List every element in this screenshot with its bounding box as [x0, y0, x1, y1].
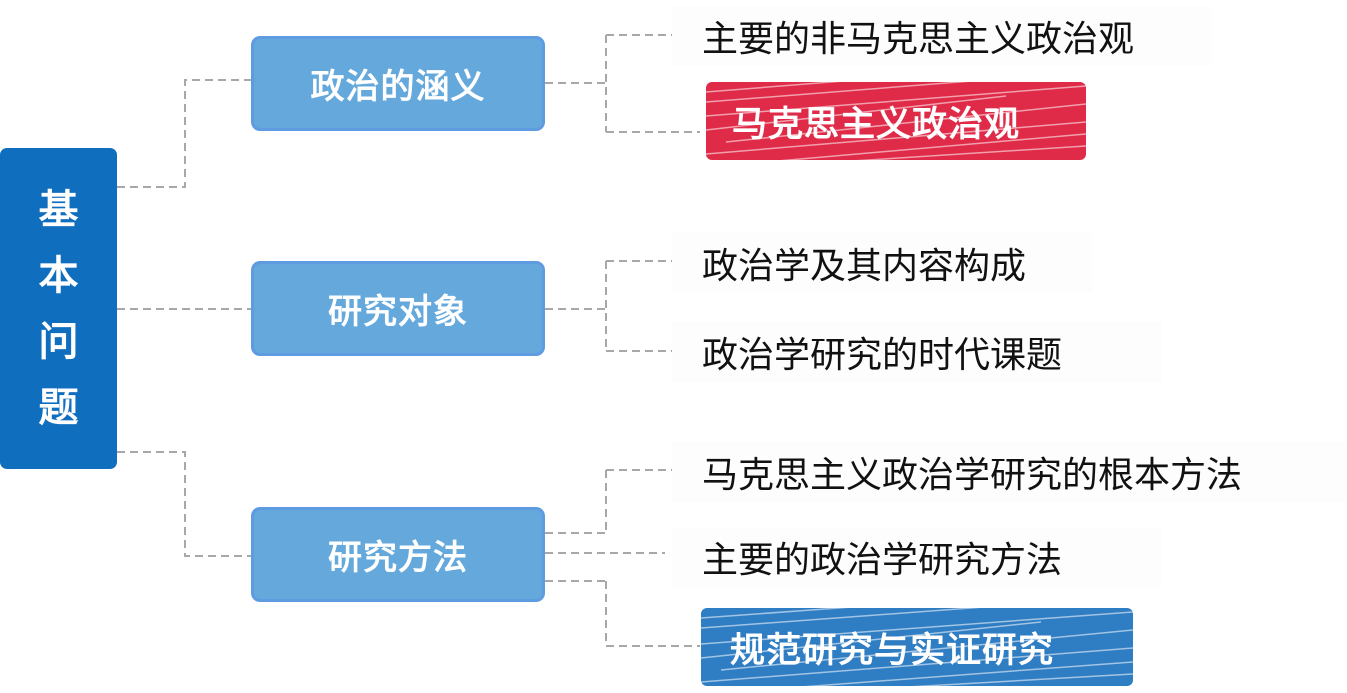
leaf-label: 马克思主义政治学研究的根本方法 — [702, 455, 1243, 496]
leaf-node[interactable]: 政治学及其内容构成 — [672, 233, 1092, 293]
branch-node-object[interactable]: 研究对象 — [251, 261, 545, 356]
root-node[interactable]: 基 本 问 题 — [0, 148, 117, 469]
leaf-node[interactable]: 政治学研究的时代课题 — [672, 322, 1162, 382]
leaf-node-highlighted[interactable]: 马克思主义政治观 — [706, 82, 1086, 160]
scribble-background — [701, 608, 1133, 686]
branch-label: 研究对象 — [328, 292, 468, 332]
leaf-node[interactable]: 主要的非马克思主义政治观 — [672, 6, 1212, 66]
leaf-node[interactable]: 主要的政治学研究方法 — [672, 527, 1162, 587]
scribble-background — [706, 82, 1086, 160]
leaf-label: 政治学研究的时代课题 — [702, 335, 1063, 376]
root-char: 问 — [38, 318, 79, 365]
leaf-label: 马克思主义政治观 — [731, 104, 1020, 145]
connector-root-to-branch-1 — [117, 79, 252, 188]
branch-node-method[interactable]: 研究方法 — [251, 507, 545, 602]
root-char: 本 — [38, 252, 79, 299]
leaf-label: 主要的非马克思主义政治观 — [702, 19, 1135, 60]
branch-label: 政治的涵义 — [310, 67, 486, 107]
root-char: 题 — [38, 384, 79, 431]
leaf-node[interactable]: 马克思主义政治学研究的根本方法 — [672, 442, 1347, 502]
connector-branch-2-to-leaves — [545, 260, 672, 352]
leaf-label: 规范研究与实证研究 — [729, 630, 1054, 671]
leaf-node-highlighted[interactable]: 规范研究与实证研究 — [701, 608, 1133, 686]
leaf-label: 政治学及其内容构成 — [702, 246, 1027, 287]
branch-label: 研究方法 — [328, 538, 468, 578]
leaf-label: 主要的政治学研究方法 — [702, 540, 1063, 581]
connector-root-to-branch-3 — [117, 451, 252, 557]
branch-node-meaning[interactable]: 政治的涵义 — [251, 36, 545, 131]
root-char: 基 — [38, 186, 79, 233]
